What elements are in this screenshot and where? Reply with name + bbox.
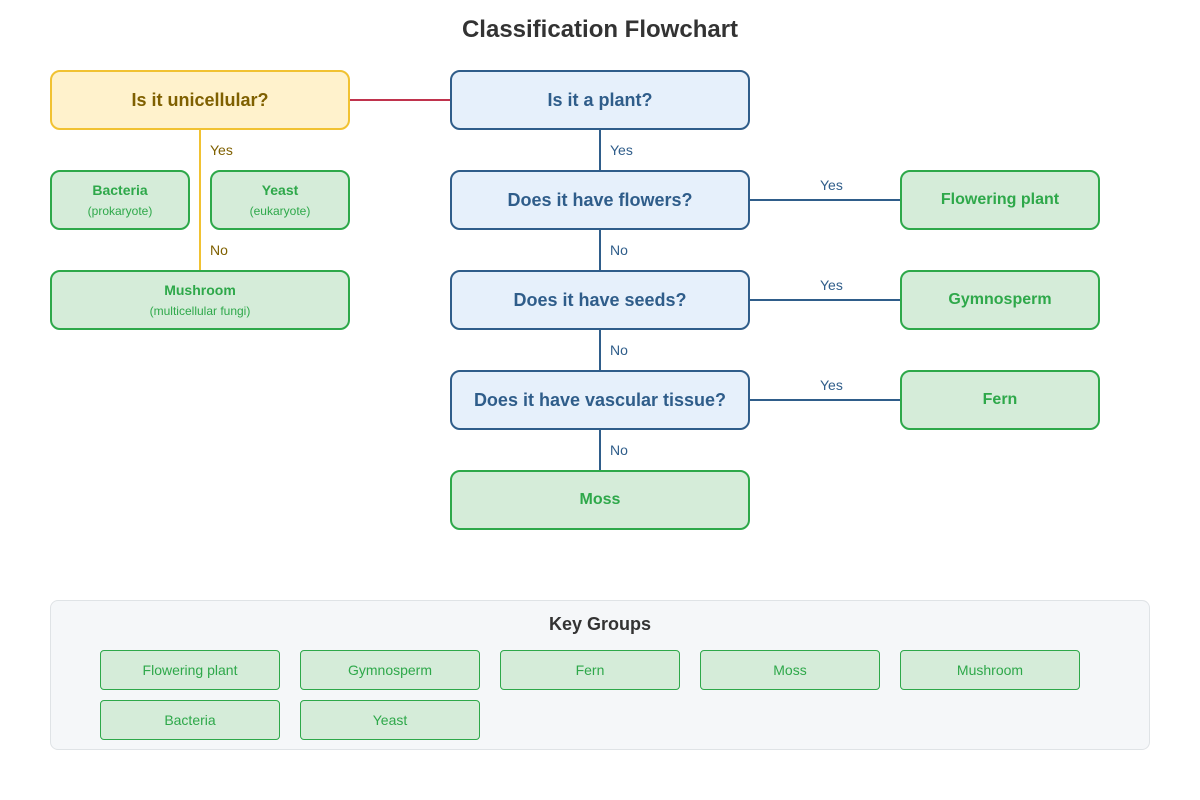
leaf-flowering-plant-label: Flowering plant — [940, 191, 1060, 208]
leaf-bacteria-label: Bacteria — [92, 182, 148, 198]
leaf-gymnosperm-label: Gymnosperm — [948, 291, 1052, 308]
edge-label-vascular-no: No — [610, 442, 628, 458]
leaf-mushroom-sub: (multicellular fungi) — [149, 304, 251, 318]
leaf-mushroom: Mushroom (multicellular fungi) — [50, 270, 350, 330]
key-item-gymnosperm: Gymnosperm — [300, 650, 480, 690]
question-plant-label: Is it a plant? — [547, 89, 653, 110]
leaf-mushroom-label: Mushroom — [164, 282, 236, 298]
question-unicellular-label: Is it unicellular? — [131, 89, 269, 110]
question-vascular-label: Does it have vascular tissue? — [473, 389, 727, 410]
edge-label-seeds-yes: Yes — [820, 277, 843, 293]
page-title: Classification Flowchart — [461, 16, 739, 43]
leaf-flowering-plant: Flowering plant — [900, 170, 1100, 230]
leaf-bacteria: Bacteria (prokaryote) — [50, 170, 190, 230]
leaf-gymnosperm: Gymnosperm — [900, 270, 1100, 330]
question-seeds-label: Does it have seeds? — [513, 289, 687, 310]
key-item-yeast: Yeast — [300, 700, 480, 740]
leaf-fern: Fern — [900, 370, 1100, 430]
key-item-mushroom: Mushroom — [900, 650, 1080, 690]
edge-label-vascular-yes: Yes — [820, 377, 843, 393]
question-seeds: Does it have seeds? — [450, 270, 750, 330]
key-item-moss: Moss — [700, 650, 880, 690]
edge-label-flowers-no: No — [610, 242, 628, 258]
leaf-yeast-label: Yeast — [261, 182, 299, 198]
leaf-moss: Moss — [450, 470, 750, 530]
key-item-fern: Fern — [500, 650, 680, 690]
key-item-flowering-plant: Flowering plant — [100, 650, 280, 690]
edge-label-flowers-yes: Yes — [820, 177, 843, 193]
leaf-yeast: Yeast (eukaryote) — [210, 170, 350, 230]
edge-label-plant-yes: Yes — [610, 142, 633, 158]
key-item-bacteria: Bacteria — [100, 700, 280, 740]
leaf-yeast-sub: (eukaryote) — [249, 204, 311, 218]
edge-label-seeds-no: No — [610, 342, 628, 358]
question-unicellular: Is it unicellular? — [50, 70, 350, 130]
question-vascular: Does it have vascular tissue? — [450, 370, 750, 430]
edge-label-unicellular-yes: Yes — [210, 142, 233, 158]
leaf-bacteria-sub: (prokaryote) — [87, 204, 153, 218]
edge-label-unicellular-no: No — [210, 242, 228, 258]
question-flowers: Does it have flowers? — [450, 170, 750, 230]
key-groups-title: Key Groups — [548, 614, 652, 634]
question-flowers-label: Does it have flowers? — [507, 189, 693, 210]
leaf-fern-label: Fern — [982, 391, 1018, 408]
question-plant: Is it a plant? — [450, 70, 750, 130]
leaf-moss-label: Moss — [579, 491, 621, 508]
